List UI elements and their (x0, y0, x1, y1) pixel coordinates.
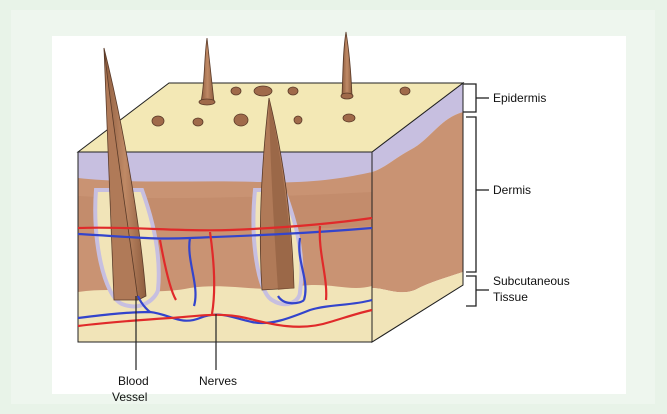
hair-strand-top-1 (201, 38, 214, 102)
label-vessel: Vessel (112, 390, 147, 404)
label-subcutaneous: Subcutaneous (493, 274, 570, 288)
label-blood: Blood (118, 374, 149, 388)
layer-brackets (463, 84, 489, 306)
label-tissue: Tissue (493, 290, 528, 304)
hair-strand-top-2 (342, 32, 352, 96)
label-nerves: Nerves (199, 374, 237, 388)
label-epidermis: Epidermis (493, 91, 546, 105)
label-dermis: Dermis (493, 183, 531, 197)
